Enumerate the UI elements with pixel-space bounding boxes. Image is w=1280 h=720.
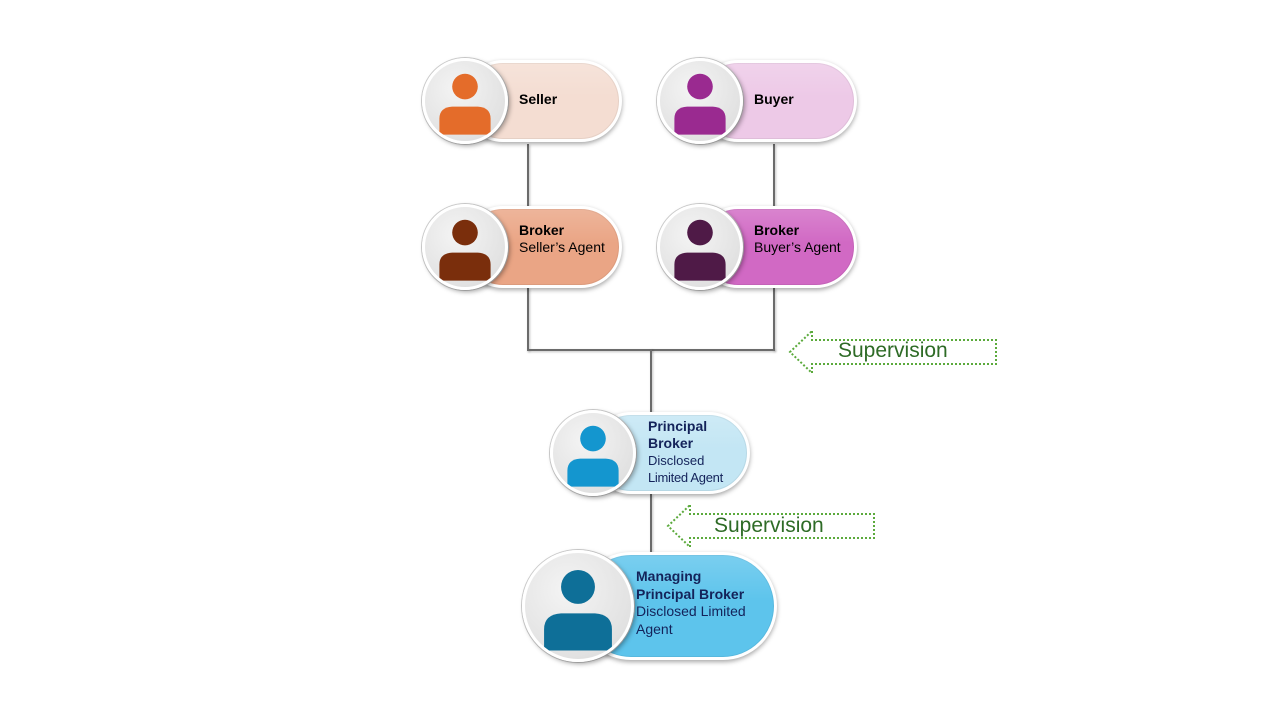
node-buyer-avatar: [657, 58, 743, 144]
connector-seller-broker-down: [527, 288, 529, 351]
node-principal-broker-label: Principal Broker Disclosed Limited Agent: [648, 418, 723, 486]
node-principal-broker-avatar: [550, 410, 636, 496]
node-buyer-label: Buyer: [754, 91, 794, 108]
node-principal-broker-subtitle-2: Limited Agent: [648, 470, 723, 485]
node-buyer-broker-title: Broker: [754, 222, 800, 238]
node-seller-avatar: [422, 58, 508, 144]
node-buyer-title: Buyer: [754, 91, 794, 107]
node-seller-label: Seller: [519, 91, 557, 108]
node-seller-broker-label: Broker Seller’s Agent: [519, 222, 605, 256]
node-managing-principal-broker-subtitle-1: Disclosed Limited: [636, 603, 746, 619]
connector-buyer-to-broker: [773, 144, 775, 206]
left-arrow-icon: [666, 503, 875, 549]
node-principal-broker-subtitle-1: Disclosed: [648, 453, 705, 468]
left-arrow-icon: [788, 329, 997, 375]
node-buyer-broker-label: Broker Buyer’s Agent: [754, 222, 841, 256]
node-buyer: Buyer: [657, 58, 857, 144]
node-seller-broker-title: Broker: [519, 222, 565, 238]
person-icon: [439, 73, 491, 135]
person-icon: [439, 219, 491, 281]
supervision-arrow-1: Supervision: [788, 329, 1000, 375]
connector-to-principal: [650, 349, 652, 412]
connector-principal-to-managing: [650, 494, 652, 552]
node-buyer-broker-avatar: [657, 204, 743, 290]
connector-seller-to-broker: [527, 144, 529, 206]
person-icon: [674, 219, 726, 281]
node-seller-broker-subtitle: Seller’s Agent: [519, 238, 605, 255]
person-icon: [544, 569, 612, 651]
node-seller-broker-avatar: [422, 204, 508, 290]
supervision-label-2: Supervision: [714, 514, 824, 537]
node-managing-principal-broker-avatar: [522, 550, 634, 662]
node-managing-principal-broker-label: Managing Principal Broker Disclosed Limi…: [636, 568, 746, 638]
node-managing-principal-broker-title-2: Principal Broker: [636, 585, 745, 602]
connector-buyer-broker-down: [773, 288, 775, 351]
supervision-label-1: Supervision: [838, 339, 948, 362]
node-principal-broker-title-1: Principal: [648, 418, 708, 434]
supervision-arrow-2: Supervision: [666, 503, 878, 549]
node-seller: Seller: [422, 58, 622, 144]
node-seller-title: Seller: [519, 91, 558, 107]
node-seller-broker: Broker Seller’s Agent: [422, 204, 622, 290]
node-managing-principal-broker: Managing Principal Broker Disclosed Limi…: [522, 550, 777, 662]
person-icon: [674, 73, 726, 135]
node-managing-principal-broker-subtitle-2: Agent: [636, 620, 673, 637]
node-managing-principal-broker-title-1: Managing: [636, 568, 702, 584]
person-icon: [567, 425, 619, 487]
node-principal-broker: Principal Broker Disclosed Limited Agent: [550, 410, 750, 496]
node-principal-broker-title-2: Broker: [648, 435, 694, 451]
node-buyer-broker: Broker Buyer’s Agent: [657, 204, 857, 290]
node-buyer-broker-subtitle: Buyer’s Agent: [754, 238, 841, 255]
